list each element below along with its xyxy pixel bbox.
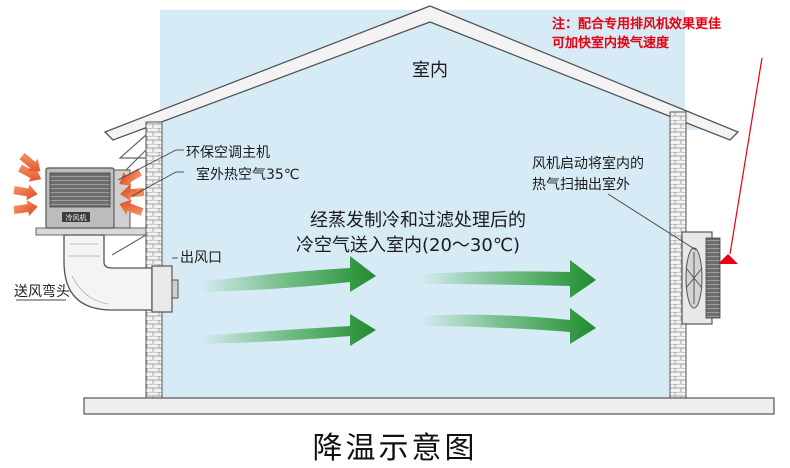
leader-line [607, 193, 697, 251]
ac-shelf [35, 227, 147, 236]
cool-air-arrow [200, 256, 376, 292]
exhaust-fan-label-line2: 热气扫抽出室外 [532, 176, 630, 193]
red-marker [718, 254, 738, 264]
unit-badge-text: 冷风机 [66, 213, 87, 222]
leader-line [131, 171, 177, 197]
roof-fill [110, 10, 730, 130]
outdoor-hot-air-label: 室外热空气35℃ [196, 166, 300, 183]
indoor-label: 室内 [412, 60, 448, 81]
cool-air-arrow [200, 314, 376, 346]
exhaust-fan [681, 231, 721, 325]
air-outlet-label: 出风口 [180, 250, 222, 266]
air-outlet [151, 265, 173, 313]
diagram-title: 降温示意图 [313, 431, 478, 466]
ac-main-unit-label: 环保空调主机 [186, 145, 270, 161]
unit-badge-plate [62, 212, 90, 222]
leader-line [117, 149, 177, 181]
air-duct-elbow [63, 234, 153, 311]
note-line1: 注：配合专用排风机效果更佳 [552, 16, 721, 32]
floor-slab [83, 397, 775, 415]
roof [103, 5, 740, 141]
cool-air-arrows [200, 256, 596, 346]
left-wall [145, 121, 163, 401]
cool-air-arrow [420, 308, 596, 344]
air-duct-elbow-label: 送风弯头 [14, 283, 70, 300]
note-pointer [729, 57, 763, 255]
hot-air-arrows [13, 152, 145, 216]
note-line2: 可加快室内换气速度 [552, 35, 670, 51]
cool-air-label-line1: 经蒸发制冷和过滤处理后的 [310, 210, 526, 231]
ac-main-unit: 冷风机 [45, 167, 131, 229]
cool-air-arrow [420, 260, 596, 298]
exhaust-fan-label-line1: 风机启动将室内的 [532, 155, 644, 172]
cool-air-label-line2: 冷空气送入室内(20～30℃) [296, 235, 520, 256]
shelf-brace [111, 234, 147, 256]
